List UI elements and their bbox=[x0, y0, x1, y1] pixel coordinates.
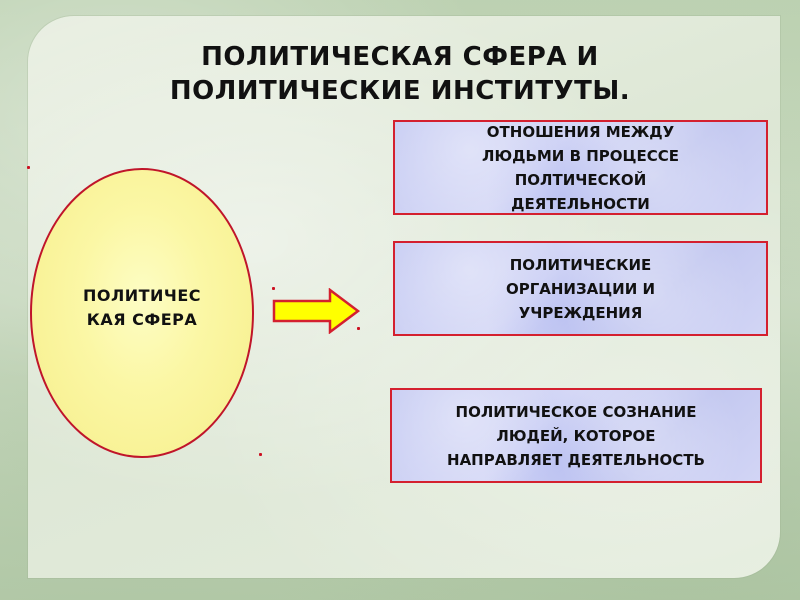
component-3-line-3: НАПРАВЛЯЕТ ДЕЯТЕЛЬНОСТЬ bbox=[447, 450, 705, 469]
decorative-dot bbox=[357, 327, 360, 330]
component-3-line-1: ПОЛИТИЧЕСКОЕ СОЗНАНИЕ bbox=[455, 402, 697, 421]
component-1-line-4: ДЕЯТЕЛЬНОСТИ bbox=[511, 194, 650, 213]
component-3-line-2: ЛЮДЕЙ, КОТОРОЕ bbox=[496, 426, 656, 445]
component-1-line-3: ПОЛТИЧЕСКОЙ bbox=[514, 170, 647, 189]
decorative-dot bbox=[259, 453, 262, 456]
title-line-2: ПОЛИТИЧЕСКИЕ ИНСТИТУТЫ. bbox=[169, 76, 631, 106]
component-2-line-3: УЧРЕЖДЕНИЯ bbox=[518, 303, 643, 322]
component-box-organizations: ПОЛИТИЧЕСКИЕ ОРГАНИЗАЦИИ И УЧРЕЖДЕНИЯ bbox=[393, 241, 768, 336]
decorative-dot bbox=[27, 166, 30, 169]
component-box-consciousness: ПОЛИТИЧЕСКОЕ СОЗНАНИЕ ЛЮДЕЙ, КОТОРОЕ НАП… bbox=[390, 388, 762, 483]
central-node-line-2: КАЯ СФЕРА bbox=[86, 310, 198, 329]
central-ellipse bbox=[30, 168, 254, 458]
decorative-dot bbox=[272, 287, 275, 290]
right-arrow-icon bbox=[272, 288, 360, 334]
title-line-1: ПОЛИТИЧЕСКАЯ СФЕРА И bbox=[201, 42, 599, 72]
central-node-line-1: ПОЛИТИЧЕС bbox=[82, 286, 202, 305]
component-1-line-1: ОТНОШЕНИЯ МЕЖДУ bbox=[486, 122, 675, 141]
component-box-relations: ОТНОШЕНИЯ МЕЖДУ ЛЮДЬМИ В ПРОЦЕССЕ ПОЛТИЧ… bbox=[393, 120, 768, 215]
arrow-shape bbox=[272, 288, 360, 334]
central-node-label: ПОЛИТИЧЕС КАЯ СФЕРА bbox=[30, 284, 254, 332]
slide-title: ПОЛИТИЧЕСКАЯ СФЕРА И ПОЛИТИЧЕСКИЕ ИНСТИТ… bbox=[0, 40, 800, 108]
component-2-line-1: ПОЛИТИЧЕСКИЕ bbox=[509, 255, 652, 274]
component-1-line-2: ЛЮДЬМИ В ПРОЦЕССЕ bbox=[482, 146, 679, 165]
component-2-line-2: ОРГАНИЗАЦИИ И bbox=[505, 279, 656, 298]
